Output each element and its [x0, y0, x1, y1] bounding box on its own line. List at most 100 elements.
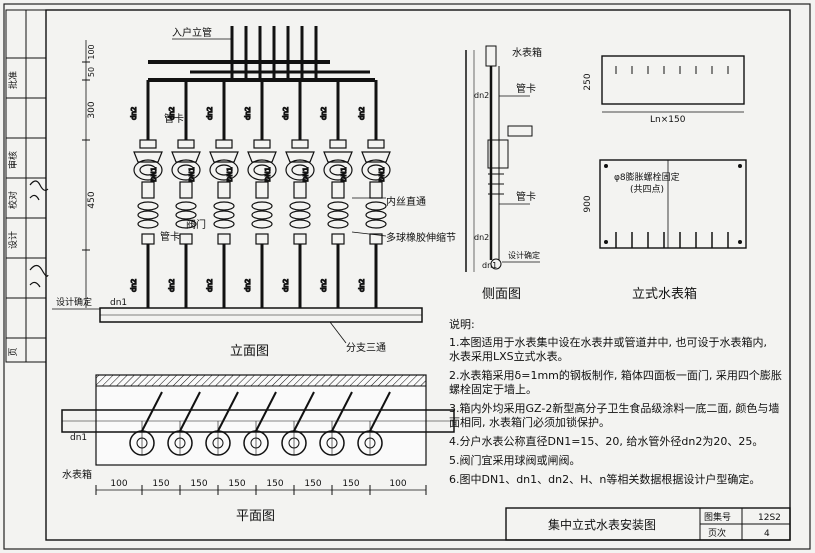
elevation-view: dn2dn2DN1dn2dn2DN1dn2dn2DN1dn2dn2DN1dn2d…: [52, 26, 456, 359]
box-width-dim: Ln×150: [650, 115, 686, 125]
side-view: 水表箱 管卡 管卡 dn2 dn2 dn1 设计确定 侧面图: [465, 45, 542, 302]
dn2-label: dn2: [130, 107, 138, 120]
side-dn2-label: dn2: [474, 91, 489, 100]
inlet-riser-label: 入户立管: [172, 26, 212, 39]
plan-meter: [319, 391, 353, 456]
plan-dim-label: 150: [342, 479, 359, 489]
plan-dim-label: 150: [228, 479, 245, 489]
dn1-plan-label: dn1: [70, 433, 87, 443]
dn1-label: dn1: [110, 298, 127, 308]
DN1-label: DN1: [264, 167, 272, 182]
bolt-note: φ8膨胀螺栓固定: [614, 171, 680, 183]
note-line: 3.箱内外均采用GZ-2新型高分子卫生食品级涂料一底二面, 颜色与墙: [449, 402, 780, 415]
note-line: 面相同, 水表箱门必须加锁保护。: [449, 416, 610, 429]
DN1-label: DN1: [226, 167, 234, 182]
plan-dim-label: 100: [389, 479, 406, 489]
design-floor-label: 设计确定: [56, 296, 92, 308]
box-depth-dim: 250: [583, 73, 593, 90]
DN1-label: DN1: [302, 167, 310, 182]
box-height-dim: 900: [583, 195, 593, 212]
plan-meter: [357, 391, 391, 456]
dn2-label: dn2: [244, 107, 252, 120]
sheet-border: [3, 3, 811, 550]
atlas-label: 图集号: [704, 511, 731, 523]
valve-label: 阀门: [186, 218, 206, 231]
sidebar-cell-approve: 批准: [7, 71, 19, 89]
plan-dim-label: 150: [304, 479, 321, 489]
side-dn1-label: dn1: [482, 261, 497, 270]
dn2-label: dn2: [358, 279, 366, 292]
dn2-label: dn2: [320, 279, 328, 292]
plan-meter: [129, 391, 163, 456]
dim-50-label: 50: [87, 67, 96, 77]
side-dn2-label-2: dn2: [474, 233, 489, 242]
pipe-clamp-label: 管卡: [164, 112, 184, 125]
note-line: 1.本图适用于水表集中设在水表井或管道井中, 也可设于水表箱内,: [449, 336, 767, 349]
plan-dim-label: 150: [266, 479, 283, 489]
drawing-title: 集中立式水表安装图: [548, 517, 656, 532]
plan-meter: [205, 391, 239, 456]
DN1-label: DN1: [188, 167, 196, 182]
dn2-label: dn2: [206, 107, 214, 120]
pipe-clamp-label-2: 管卡: [160, 230, 180, 243]
DN1-label: DN1: [150, 167, 158, 182]
page-number: 4: [764, 529, 770, 539]
dn2-label: dn2: [282, 279, 290, 292]
bolt-note-2: (共四点): [630, 184, 664, 195]
notes-heading: 说明:: [449, 318, 475, 331]
plan-dim-label: 150: [152, 479, 169, 489]
dn2-label: dn2: [358, 107, 366, 120]
side-clamp-label-2: 管卡: [516, 190, 536, 203]
dn2-label: dn2: [320, 107, 328, 120]
branch-tee-label: 分支三通: [346, 342, 386, 354]
note-line: 螺栓固定于墙上。: [449, 383, 537, 396]
sidebar-cell-review: 审核: [7, 151, 19, 169]
sidebar-cell-design: 设计: [7, 231, 19, 249]
side-meter-box-label: 水表箱: [512, 46, 542, 59]
note-line: 水表采用LXS立式水表。: [449, 350, 569, 363]
box-title: 立式水表箱: [632, 286, 697, 302]
dn2-label: dn2: [206, 279, 214, 292]
sidebar-cell-check: 校对: [7, 191, 19, 209]
signature-icon: [29, 264, 49, 288]
note-line: 2.水表箱采用δ=1mm的钢板制作, 箱体四面板一面门, 采用四个膨胀: [449, 369, 782, 382]
dim-450-label: 450: [87, 191, 97, 208]
dim-100-label: 100: [87, 44, 96, 59]
plan-dim-label: 100: [110, 479, 127, 489]
side-title: 侧面图: [482, 287, 521, 302]
note-line: 4.分户水表公称直径DN1=15、20, 给水管外径dn2为20、25。: [449, 435, 764, 448]
title-block: 集中立式水表安装图 图集号 12S2 页次 4: [505, 507, 791, 541]
dn2-label: dn2: [282, 107, 290, 120]
DN1-label: DN1: [378, 167, 386, 182]
note-line: 6.图中DN1、dn1、dn2、H、n等相关数据根据设计户型确定。: [449, 473, 761, 486]
plan-meter: [167, 391, 201, 456]
signature-icon: [29, 180, 49, 201]
rubber-joint-label: 多球橡胶伸缩节: [386, 231, 456, 244]
dn2-label: dn2: [130, 279, 138, 292]
dim-300-label: 300: [87, 101, 97, 118]
note-line: 5.阀门宜采用球阀或闸阀。: [449, 454, 581, 467]
atlas-number: 12S2: [758, 513, 781, 523]
meter-box-label: 水表箱: [62, 468, 92, 481]
sidebar-cell-page: 页: [8, 347, 19, 356]
meter-box-view: Ln×150 250 φ8膨胀螺栓固定 (共四点) 900 立式水表箱: [583, 55, 747, 302]
page-label: 页次: [708, 527, 726, 539]
plan-title: 平面图: [236, 509, 275, 524]
plan-meter: [243, 391, 277, 456]
dn2-label: dn2: [168, 279, 176, 292]
DN1-label: DN1: [340, 167, 348, 182]
plan-meter: [281, 391, 315, 456]
elevation-title: 立面图: [230, 344, 269, 359]
inner-thread-label: 内丝直通: [386, 195, 426, 208]
dn2-label: dn2: [244, 279, 252, 292]
side-design-label: 设计确定: [508, 250, 540, 260]
